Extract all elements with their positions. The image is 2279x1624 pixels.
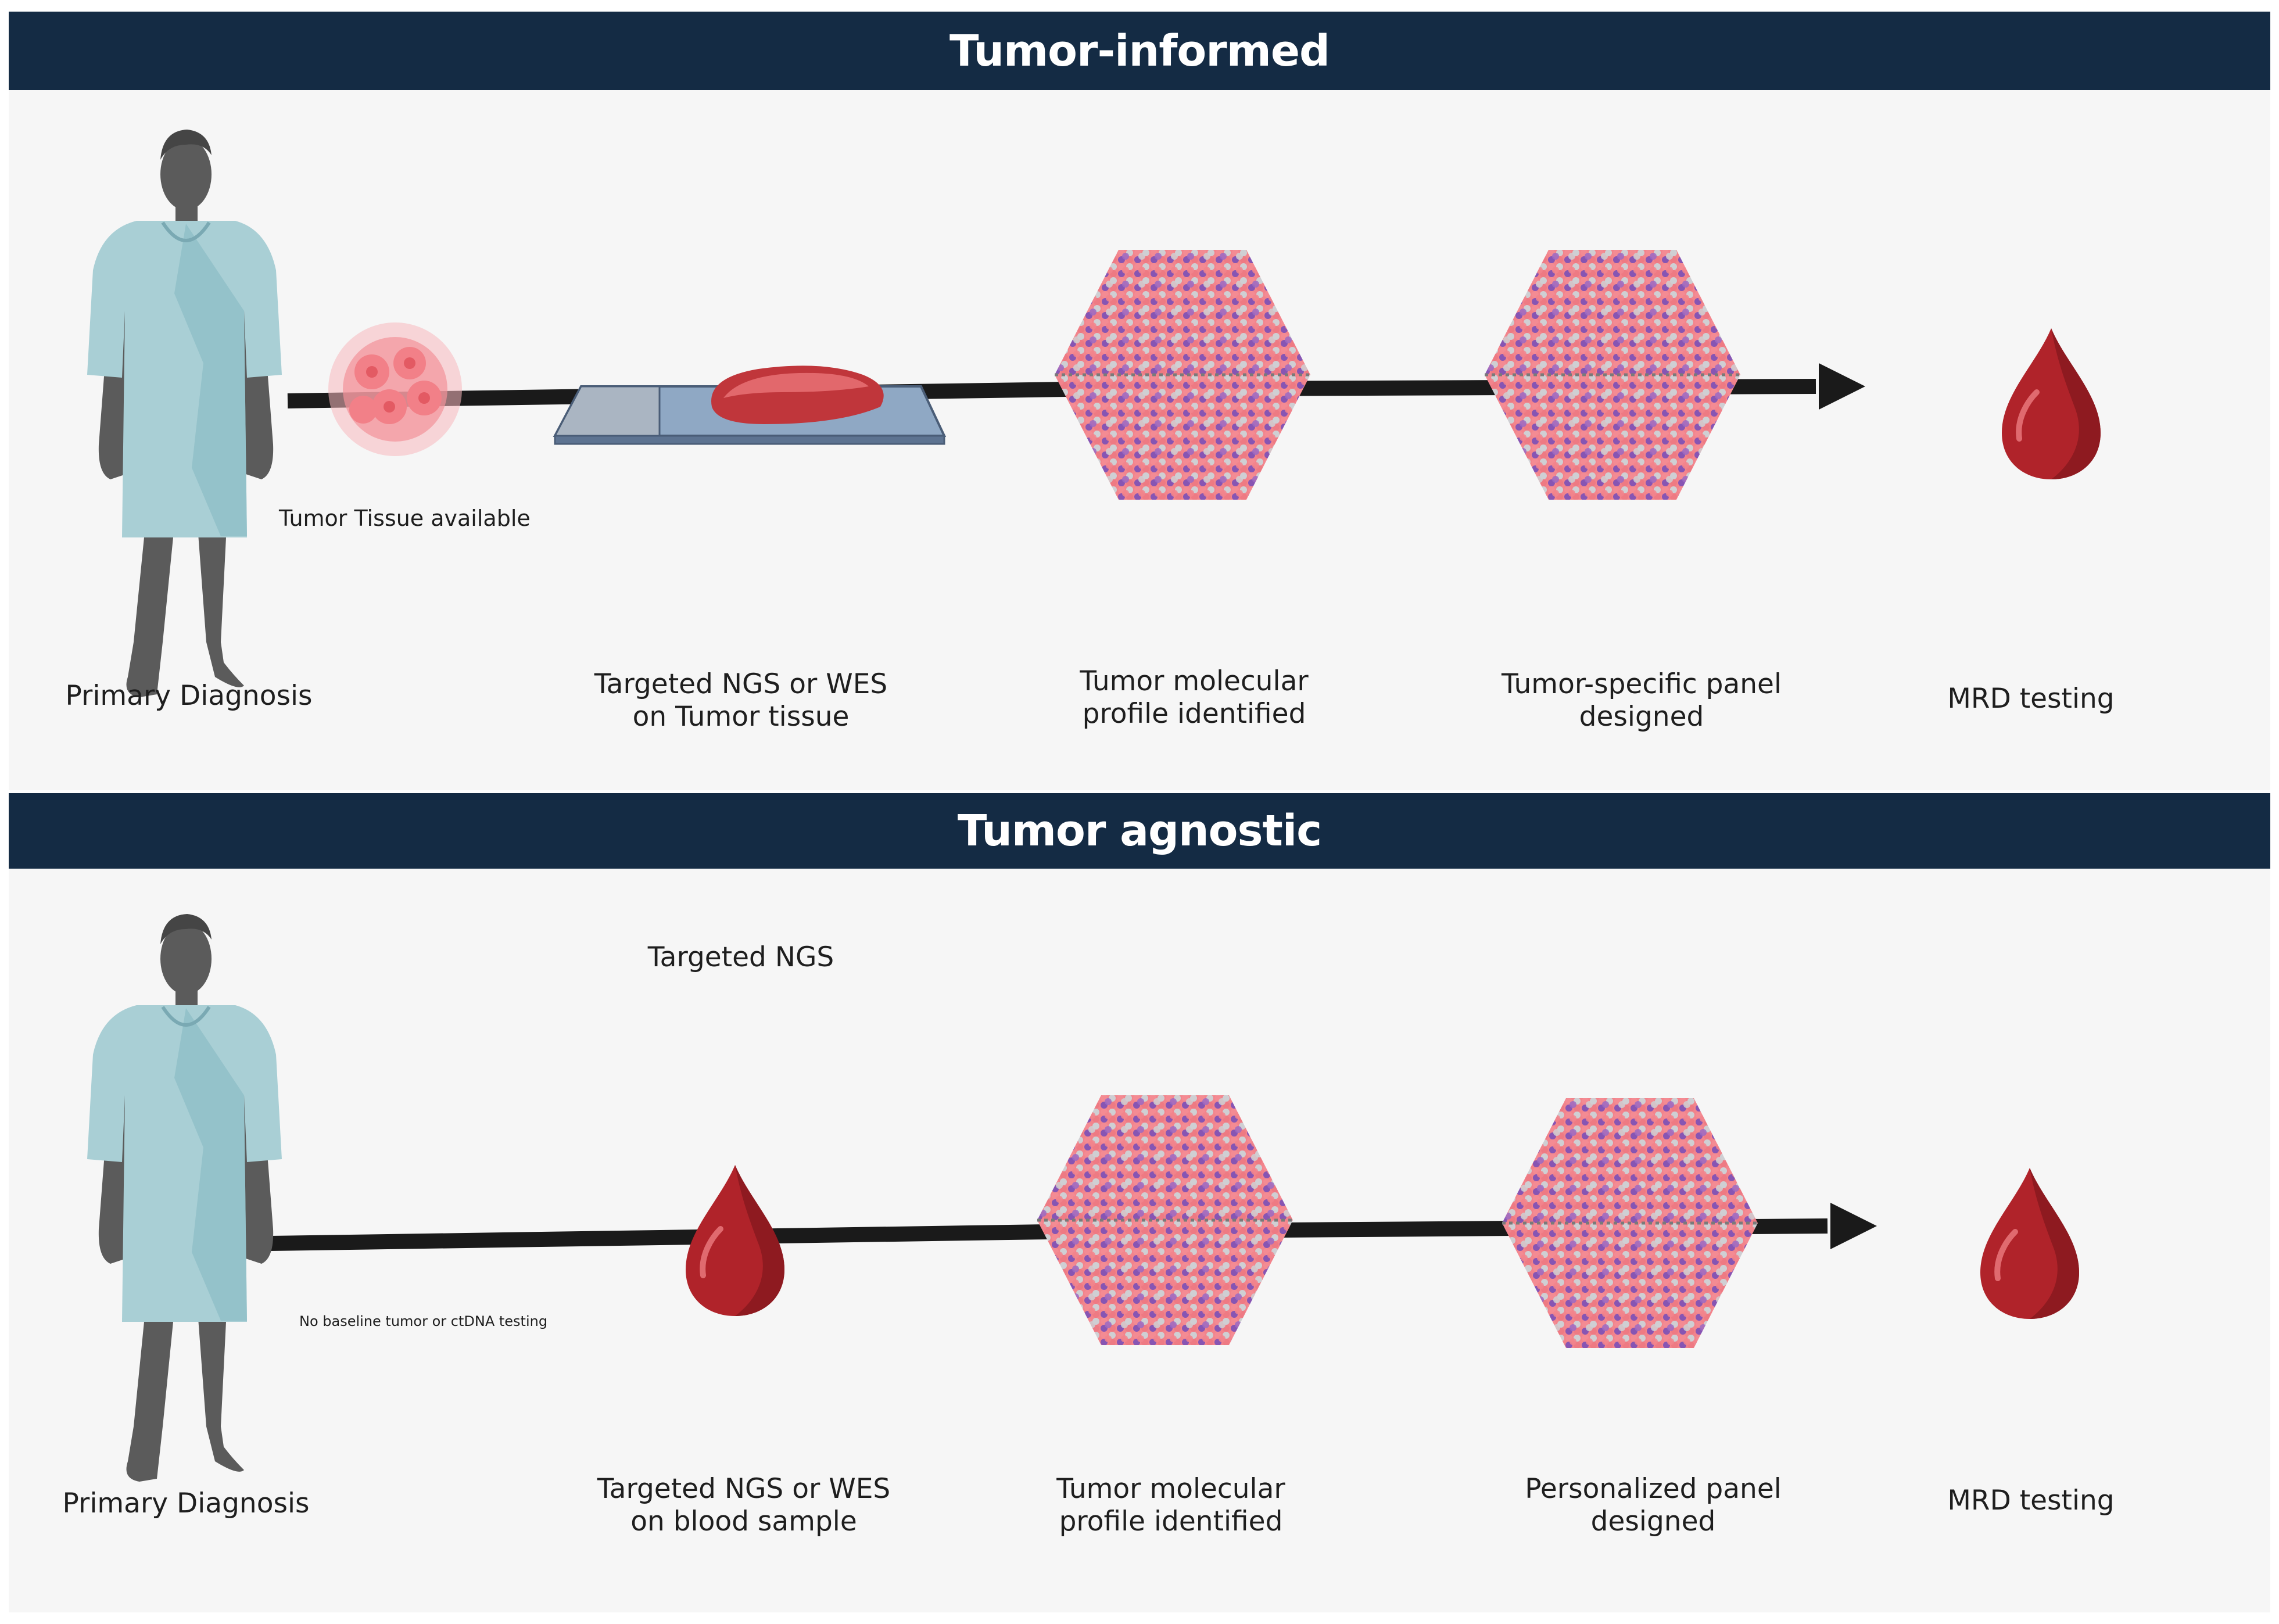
blood-drop-icon — [1980, 1168, 2079, 1319]
tumor-informed-panel: Tumor-informed Tumor Tissue available Pr… — [9, 12, 2270, 790]
molecular-profile-icon — [1037, 1095, 1293, 1345]
step-label-panel-designed: Tumor-specific panel designed — [1501, 668, 1782, 733]
blood-drop-icon — [2002, 328, 2101, 479]
arrow-head-icon — [1819, 363, 1865, 410]
step-label-panel-designed: Personalized panel designed — [1525, 1473, 1782, 1537]
tumor-cluster-icon — [328, 322, 462, 456]
step-label-targeted-ngs-blood: Targeted NGS or WES on blood sample — [597, 1473, 891, 1537]
blood-drop-icon — [686, 1165, 784, 1316]
tumor-agnostic-panel: Tumor agnostic Targeted NGS No baseline … — [9, 793, 2270, 1612]
molecular-profile-icon — [1055, 250, 1310, 500]
patient-icon — [87, 130, 282, 697]
step-label-primary-diagnosis: Primary Diagnosis — [62, 1487, 310, 1519]
panel-icon — [1485, 250, 1740, 500]
tumor-agnostic-title: Tumor agnostic — [9, 793, 2270, 869]
step-label-primary-diagnosis: Primary Diagnosis — [65, 680, 313, 712]
baseline-note: No baseline tumor or ctDNA testing — [299, 1313, 548, 1329]
method-label-targeted-ngs: Targeted NGS — [647, 941, 834, 973]
arrow-head-icon — [1830, 1203, 1877, 1249]
step-label-mrd-testing: MRD testing — [1947, 1485, 2115, 1517]
patient-icon — [87, 914, 282, 1482]
tissue-slide-icon — [554, 364, 945, 445]
tumor-informed-diagram — [9, 12, 2270, 790]
step-label-molecular-profile: Tumor molecular profile identified — [1080, 665, 1309, 730]
step-label-molecular-profile: Tumor molecular profile identified — [1056, 1473, 1285, 1537]
step-label-targeted-ngs: Targeted NGS or WES on Tumor tissue — [594, 668, 888, 733]
step-label-mrd-testing: MRD testing — [1947, 683, 2115, 715]
tissue-available-label: Tumor Tissue available — [279, 506, 531, 531]
tumor-informed-title: Tumor-informed — [9, 12, 2270, 90]
tumor-agnostic-diagram — [9, 793, 2270, 1612]
panel-icon — [1502, 1098, 1758, 1348]
